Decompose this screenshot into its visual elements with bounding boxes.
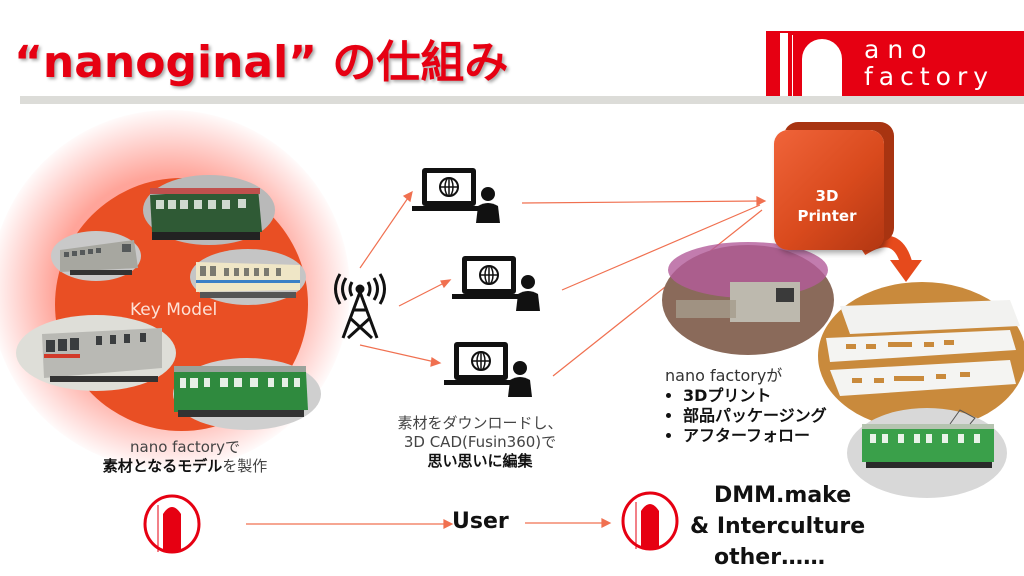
arrow-tower-to-pc2 xyxy=(398,281,447,307)
edit-caption-line1: 素材をダウンロードし、 xyxy=(397,414,563,432)
user-label: User xyxy=(452,509,509,534)
logo-text-line1: ano xyxy=(864,35,935,64)
slide-title: “nanoginal” の仕組み xyxy=(14,37,509,88)
partners-line2: & Interculture xyxy=(690,514,866,539)
edit-caption-bold: 思い思いに編集 xyxy=(427,452,533,470)
arrow-user-to-partners-head xyxy=(601,518,612,528)
logo-n-arch xyxy=(802,39,842,96)
finished-green-train-photo xyxy=(847,408,1007,498)
pc-user-icon-1 xyxy=(412,168,500,223)
key-model-label: Key Model xyxy=(130,300,218,320)
edit-caption-line2: 3D CAD(Fusin360)で xyxy=(403,433,557,451)
logo-n-stem xyxy=(780,33,788,96)
services-intro: nano factoryが xyxy=(665,366,783,385)
arrow-pc2-to-printer xyxy=(561,204,761,291)
pc-user-icon-3 xyxy=(444,342,532,397)
arrow-tower-to-pc1-head xyxy=(402,190,413,203)
arrow-tower-to-pc2-head xyxy=(440,279,452,289)
key-model-caption-bold: 素材となるモデル xyxy=(102,457,223,475)
3d-printer-block xyxy=(774,130,884,250)
service-item: 3Dプリント xyxy=(683,386,827,406)
nano-factory-logo: ano factory xyxy=(766,31,1024,96)
key-model-caption: nano factoryで 素材となるモデルを製作 xyxy=(60,438,310,476)
title-divider xyxy=(20,96,1024,104)
arrow-tower-to-pc3 xyxy=(359,344,436,363)
services-list: nano factoryが 3Dプリント 部品パッケージング アフターフォロー xyxy=(665,366,827,446)
train-image-green xyxy=(173,358,321,430)
printed-parts-photo xyxy=(818,282,1024,430)
arrow-nano-to-user-head xyxy=(443,519,454,529)
edit-caption: 素材をダウンロードし、 3D CAD(Fusin360)で 思い思いに編集 xyxy=(362,414,598,471)
service-item: 部品パッケージング xyxy=(683,406,827,426)
partners-label: DMM.make & Interculture other…… xyxy=(690,480,865,573)
arrow-pc3-to-printer xyxy=(552,209,763,377)
train-image-silver xyxy=(51,231,141,281)
3d-printer-label-line2: Printer xyxy=(797,207,857,225)
key-model-caption-line1: nano factoryで xyxy=(130,438,240,456)
key-model-caption-line2: 素材となるモデルを製作 xyxy=(60,457,310,476)
train-image-dark-green xyxy=(143,175,275,245)
arrow-tower-to-pc1 xyxy=(359,194,411,269)
nano-logo-icon-right xyxy=(621,491,679,551)
key-model-caption-tail: を製作 xyxy=(222,457,268,475)
broadcast-tower-icon xyxy=(334,273,386,340)
layout-photo xyxy=(662,242,834,355)
train-image-stainless xyxy=(16,315,176,391)
logo-text-line2: factory xyxy=(864,62,995,91)
train-image-cream-blue xyxy=(190,249,306,305)
arrow-pc1-to-printer-head xyxy=(756,196,767,206)
nano-logo-icon-left xyxy=(143,494,201,554)
3d-printer-label: 3D Printer xyxy=(786,186,868,226)
3d-printer-label-line1: 3D xyxy=(815,187,839,205)
arrow-pc1-to-printer xyxy=(521,200,761,204)
partners-line3: other…… xyxy=(714,545,826,570)
partners-line1: DMM.make xyxy=(714,483,852,508)
service-item: アフターフォロー xyxy=(683,426,827,446)
pc-user-icon-2 xyxy=(452,256,540,311)
arrow-tower-to-pc3-head xyxy=(430,356,442,367)
logo-n-line xyxy=(792,35,793,96)
